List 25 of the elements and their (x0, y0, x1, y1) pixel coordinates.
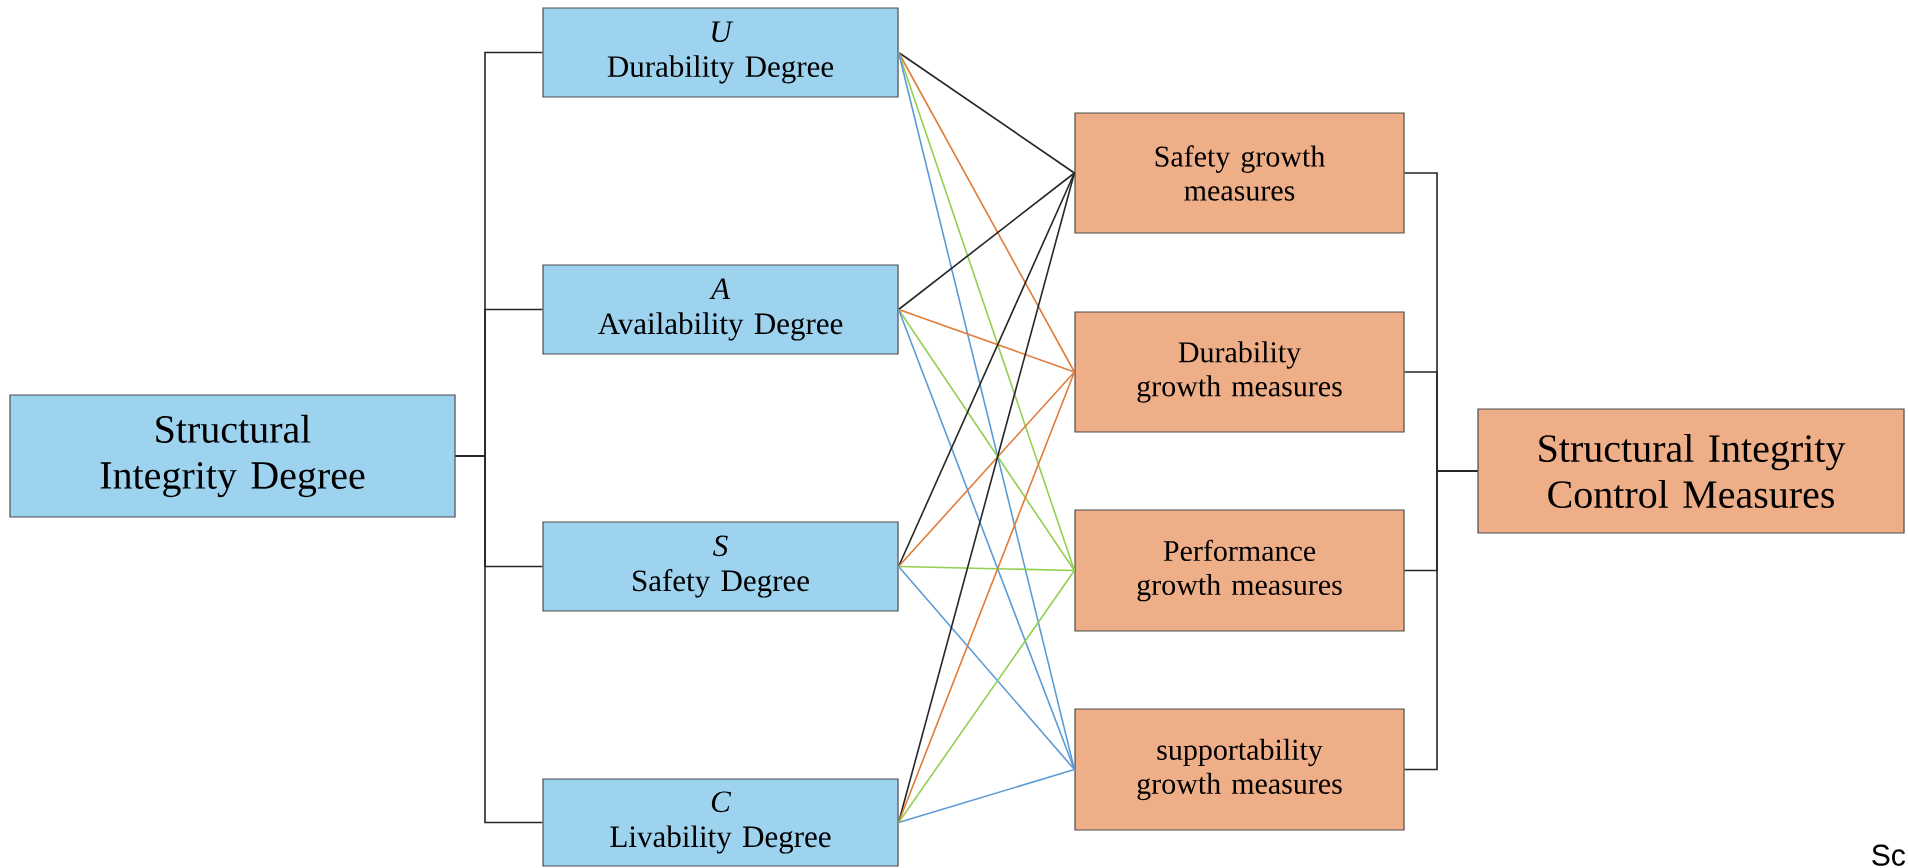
connector-line (1403, 470, 1479, 771)
connector-line (897, 565, 1076, 572)
connector-line (897, 308, 1076, 572)
connector-line (897, 172, 1076, 311)
source-note: Sc (1872, 844, 1906, 866)
root-box: Structural Integrity Control Measures (1477, 408, 1905, 534)
connector-line (454, 455, 544, 824)
measure-box: supportability growth measures (1074, 708, 1405, 831)
connector-line (897, 371, 1076, 568)
criterion-box: A Availability Degree (542, 264, 899, 355)
connector-line (897, 172, 1076, 824)
measure-box: Safety growth measures (1074, 112, 1405, 234)
connector-line (897, 51, 1076, 174)
connector-line (897, 51, 1076, 373)
measure-box: Performance growth measures (1074, 509, 1405, 632)
connector-line (897, 569, 1076, 824)
connector-line (897, 565, 1076, 771)
criterion-box: C Livability Degree (542, 778, 899, 867)
connector-line (897, 768, 1076, 824)
criterion-box: S Safety Degree (542, 521, 899, 612)
measure-box: Durability growth measures (1074, 311, 1405, 433)
connector-line (897, 51, 1076, 771)
root-box: Structural Integrity Degree (9, 394, 456, 518)
criterion-box: U Durability Degree (542, 7, 899, 98)
connector-line (897, 308, 1076, 373)
